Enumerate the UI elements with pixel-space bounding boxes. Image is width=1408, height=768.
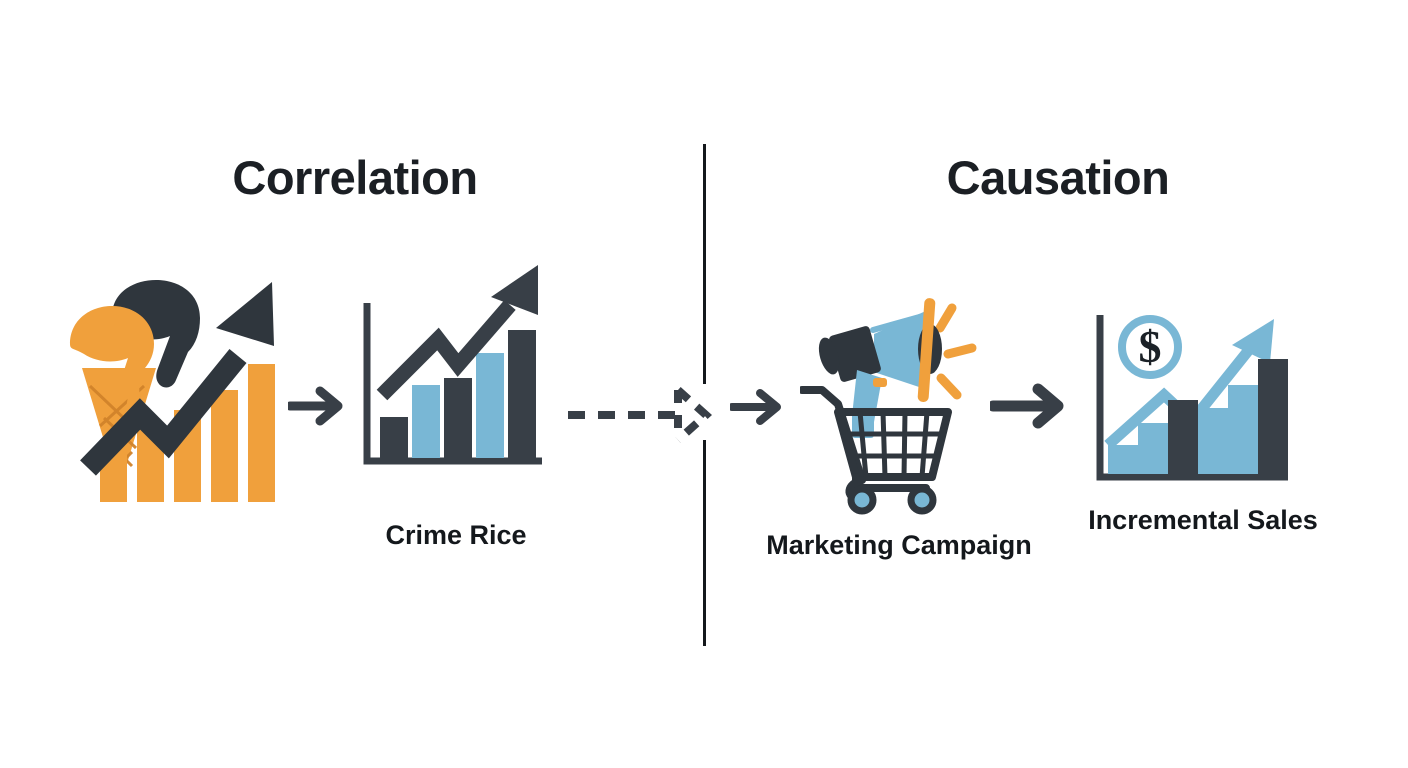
bar-1 (1108, 445, 1138, 474)
bar-1 (380, 417, 408, 458)
page-title-causation: Causation (946, 151, 1170, 204)
right-arrow-icon-2 (728, 386, 786, 428)
dollar-circle-icon (1118, 315, 1182, 379)
cart-wheel-left (847, 485, 877, 515)
vertical-divider-bottom (703, 440, 706, 646)
bar-6 (1258, 359, 1288, 474)
right-arrow-icon-1 (285, 384, 348, 428)
ice-cream-cone-with-bar-chart-icon (52, 272, 317, 512)
megaphone-shopping-cart-icon (798, 292, 1015, 520)
crime-rate-bar-chart (358, 265, 548, 495)
bar-3 (444, 378, 472, 458)
cart-wheel-right (907, 485, 937, 515)
page-title-correlation: Correlation (232, 151, 478, 204)
incremental-sales-bar-chart: $ (1092, 305, 1292, 495)
bar-4 (476, 353, 504, 458)
bar-3 (1168, 400, 1198, 474)
right-arrow-icon-3 (987, 382, 1070, 430)
caption-marketing-campaign: Marketing Campaign (766, 530, 1032, 560)
caption-incremental-sales: Incremental Sales (1088, 505, 1318, 535)
bar-2 (1138, 423, 1168, 474)
bar-5 (1228, 385, 1258, 474)
caption-crime-rice: Crime Rice (385, 520, 527, 550)
bar-5 (508, 330, 536, 458)
dashed-right-arrow-icon (566, 386, 716, 444)
bar-4 (1198, 408, 1228, 474)
bar-2 (412, 385, 440, 458)
vertical-divider-top (703, 144, 706, 384)
dollar-sign-icon: $ (1139, 321, 1162, 372)
